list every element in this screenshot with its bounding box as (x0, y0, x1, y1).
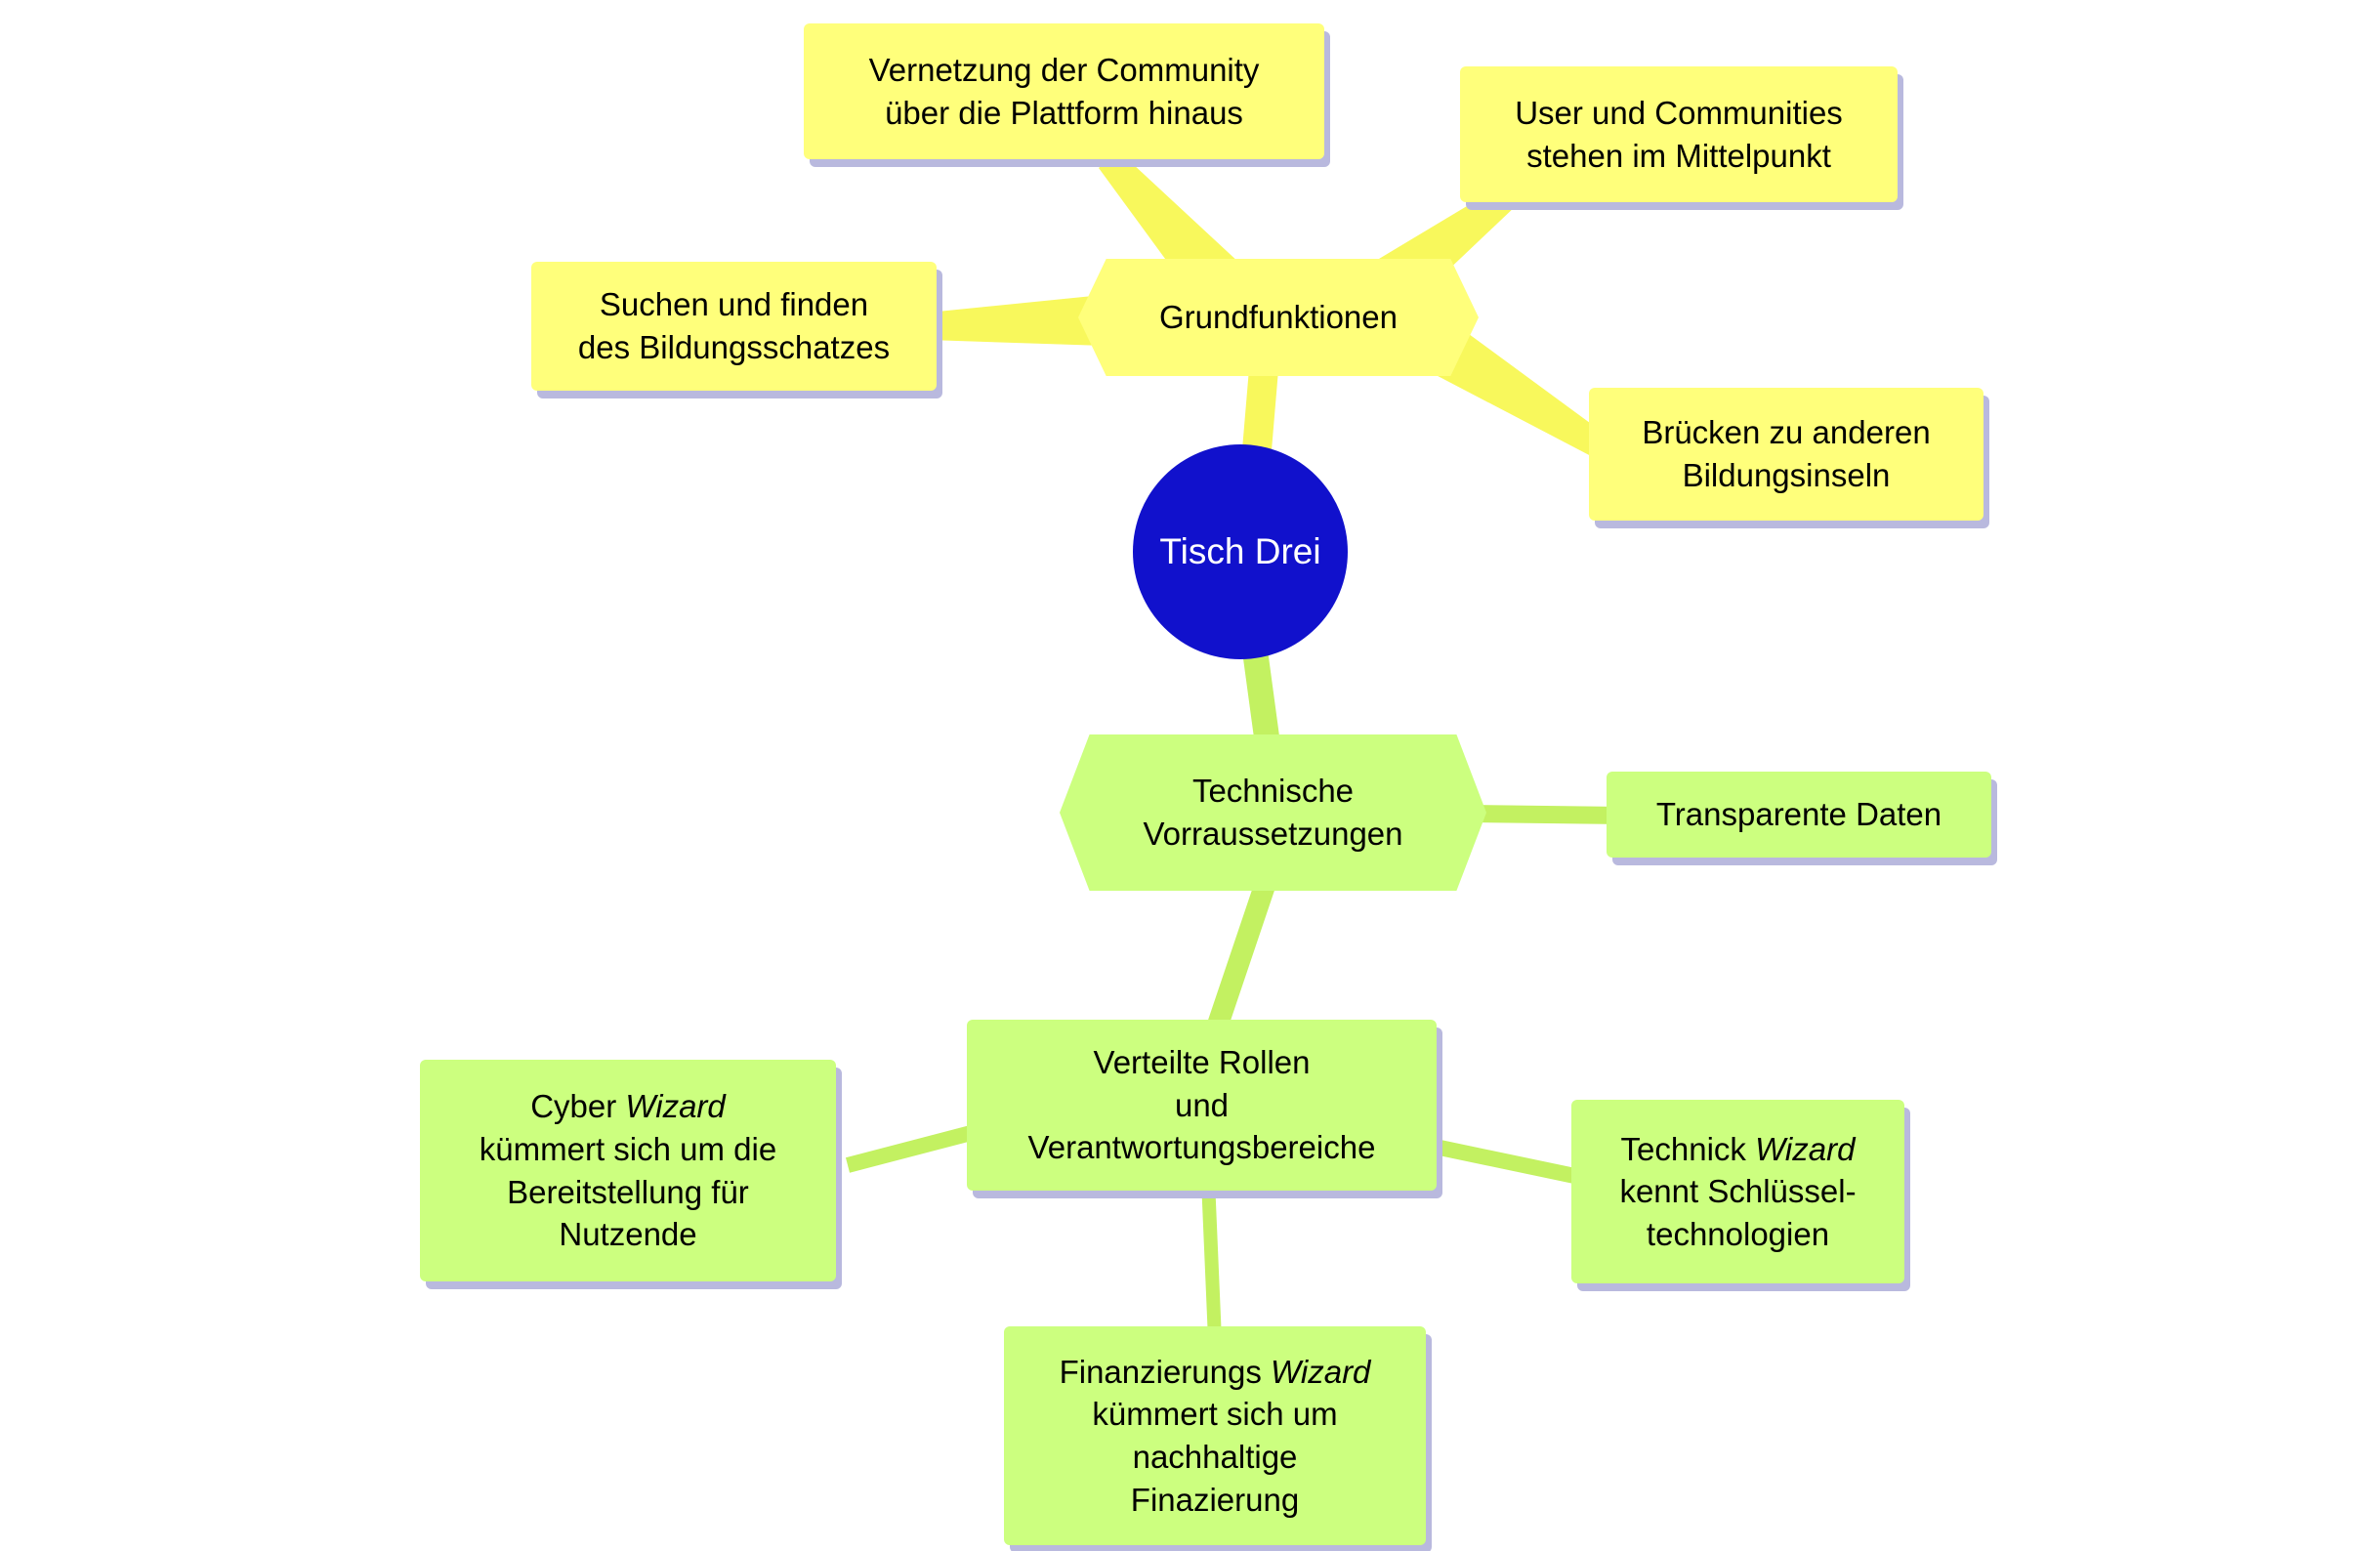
node-label: User und Communities stehen im Mittelpun… (1515, 94, 1843, 174)
node-label: Technick Wizard kennt Schlüssel- technol… (1619, 1130, 1857, 1252)
node-suchen-finden[interactable]: Suchen und finden des Bildungsschatzes (531, 262, 937, 391)
wizard-italic: Wizard (625, 1088, 726, 1125)
node-label: Transparente Daten (1655, 796, 1942, 833)
connector-technische-verteilte (1204, 873, 1278, 1037)
node-verteilte-rollen[interactable]: Verteilte Rollen und Verantwortungsberei… (967, 1020, 1437, 1191)
node-label: Grundfunktionen (1158, 299, 1398, 336)
node-technick-wizard[interactable]: Technick Wizard kennt Schlüssel- technol… (1571, 1100, 1904, 1283)
node-bruecken[interactable]: Brücken zu anderen Bildungsinseln (1589, 388, 1983, 521)
node-root-tisch-drei[interactable]: Tisch Drei (1133, 444, 1348, 659)
node-finanzierungs-wizard[interactable]: Finanzierungs Wizard kümmert sich um nac… (1004, 1326, 1426, 1545)
node-label: Technische Vorraussetzungen (1143, 773, 1403, 852)
connector-grundfunktionen-suchen (928, 295, 1105, 346)
node-label: Verteilte Rollen und Verantwortungsberei… (1027, 1044, 1376, 1166)
node-label: Vernetzung der Community über die Plattf… (868, 51, 1260, 131)
connector-verteilte-finanzierung (1201, 1179, 1222, 1341)
node-user-communities[interactable]: User und Communities stehen im Mittelpun… (1460, 66, 1898, 202)
node-transparente-daten[interactable]: Transparente Daten (1607, 772, 1991, 858)
wizard-italic: Wizard (1271, 1353, 1371, 1390)
root-label: Tisch Drei (1159, 530, 1321, 571)
connector-verteilte-cyber (845, 1123, 981, 1173)
node-technische-vorraussetzungen[interactable]: Technische Vorraussetzungen (1060, 734, 1486, 891)
wizard-italic: Wizard (1755, 1130, 1856, 1167)
node-label: Brücken zu anderen Bildungsinseln (1642, 414, 1931, 493)
node-label: Suchen und finden des Bildungsschatzes (577, 286, 891, 365)
node-grundfunktionen[interactable]: Grundfunktionen (1078, 259, 1479, 376)
node-vernetzung[interactable]: Vernetzung der Community über die Plattf… (804, 23, 1324, 159)
node-label: Finanzierungs Wizard kümmert sich um nac… (1059, 1353, 1371, 1518)
node-cyber-wizard[interactable]: Cyber Wizard kümmert sich um die Bereits… (420, 1060, 836, 1281)
connector-grundfunktionen-bruecken (1421, 320, 1608, 458)
connector-technische-transparente (1469, 805, 1627, 824)
node-label: Cyber Wizard kümmert sich um die Bereits… (479, 1088, 777, 1253)
connector-verteilte-technick (1424, 1137, 1586, 1186)
